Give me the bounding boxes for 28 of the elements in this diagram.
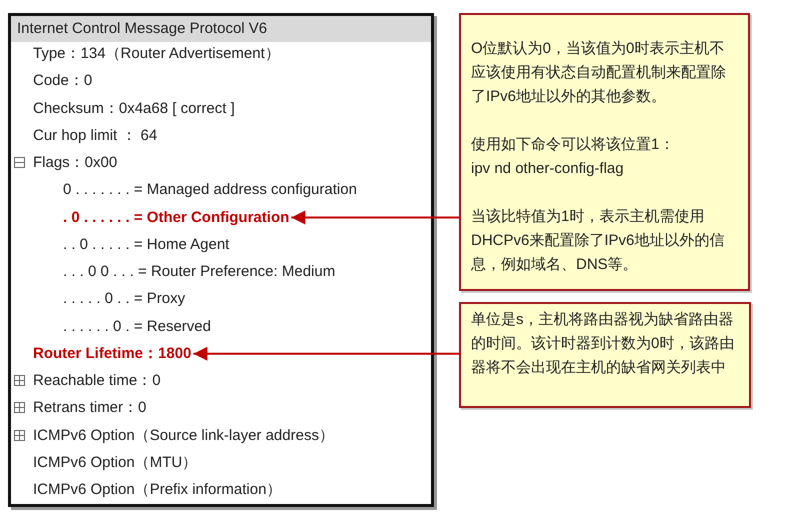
field-row-text: Code：0: [33, 71, 92, 92]
field-row-text: . . . . . . 0 . = Reserved: [63, 316, 211, 336]
callout-text: 使用如下命令可以将该位置1：: [471, 135, 676, 155]
field-row-text: ICMPv6 Option（MTU）: [33, 452, 198, 473]
callout-text: 当该比特值为1时，表示主机需使用DHCPv6来配置除了IPv6地址以外的信息，例如域名、DNS等。: [471, 207, 726, 275]
highlighted-field-text: . 0 . . . . . . = Other Configuration: [63, 208, 290, 228]
field-row-text: ICMPv6 Option（Prefix information）: [33, 480, 282, 500]
field-row-text: . . . . . 0 . . = Proxy: [63, 289, 186, 310]
field-row-text: Checksum：0x4a68 [ correct ]: [33, 98, 235, 118]
arrow: [193, 346, 459, 361]
field-row-text: Reachable time：0: [33, 371, 161, 391]
field-row-text: 0 . . . . . . . = Managed address configuration: [63, 180, 357, 200]
panel-header: Internet Control Message Protocol V6: [11, 16, 431, 42]
field-row-text: . . 0 . . . . . = Home Agent: [63, 234, 230, 255]
arrow: [291, 210, 459, 224]
field-row-text: Retrans timer：0: [33, 398, 146, 418]
field-row-text: ICMPv6 Option（Source link-layer address）: [33, 426, 334, 446]
field-row-text: Type：134（Router Advertisement）: [33, 44, 280, 64]
tree-panel: [8, 13, 434, 507]
callout-box: [459, 13, 750, 291]
callout-text: O位默认为0，当该值为0时表示主机不应该使用有状态自动配置机制来配置除了IPv6地址以外的其他参数。: [471, 39, 727, 107]
highlighted-field-text: Router Lifetime：1800: [33, 344, 192, 364]
callout-box: [459, 302, 751, 408]
callout-text: ipv nd other-config-flag: [471, 159, 625, 179]
callout-text: 单位是s，主机将路由器视为缺省路由器的时间。该计时器到计数为0时，该路由器将不会出现在主机的缺省网关列表中: [471, 310, 736, 378]
field-row-text: Cur hop limit ： 64: [33, 126, 158, 146]
field-row-text: . . . 0 0 . . . = Router Preference: Medium: [63, 262, 336, 282]
field-row-text: Flags：0x00: [33, 153, 118, 173]
